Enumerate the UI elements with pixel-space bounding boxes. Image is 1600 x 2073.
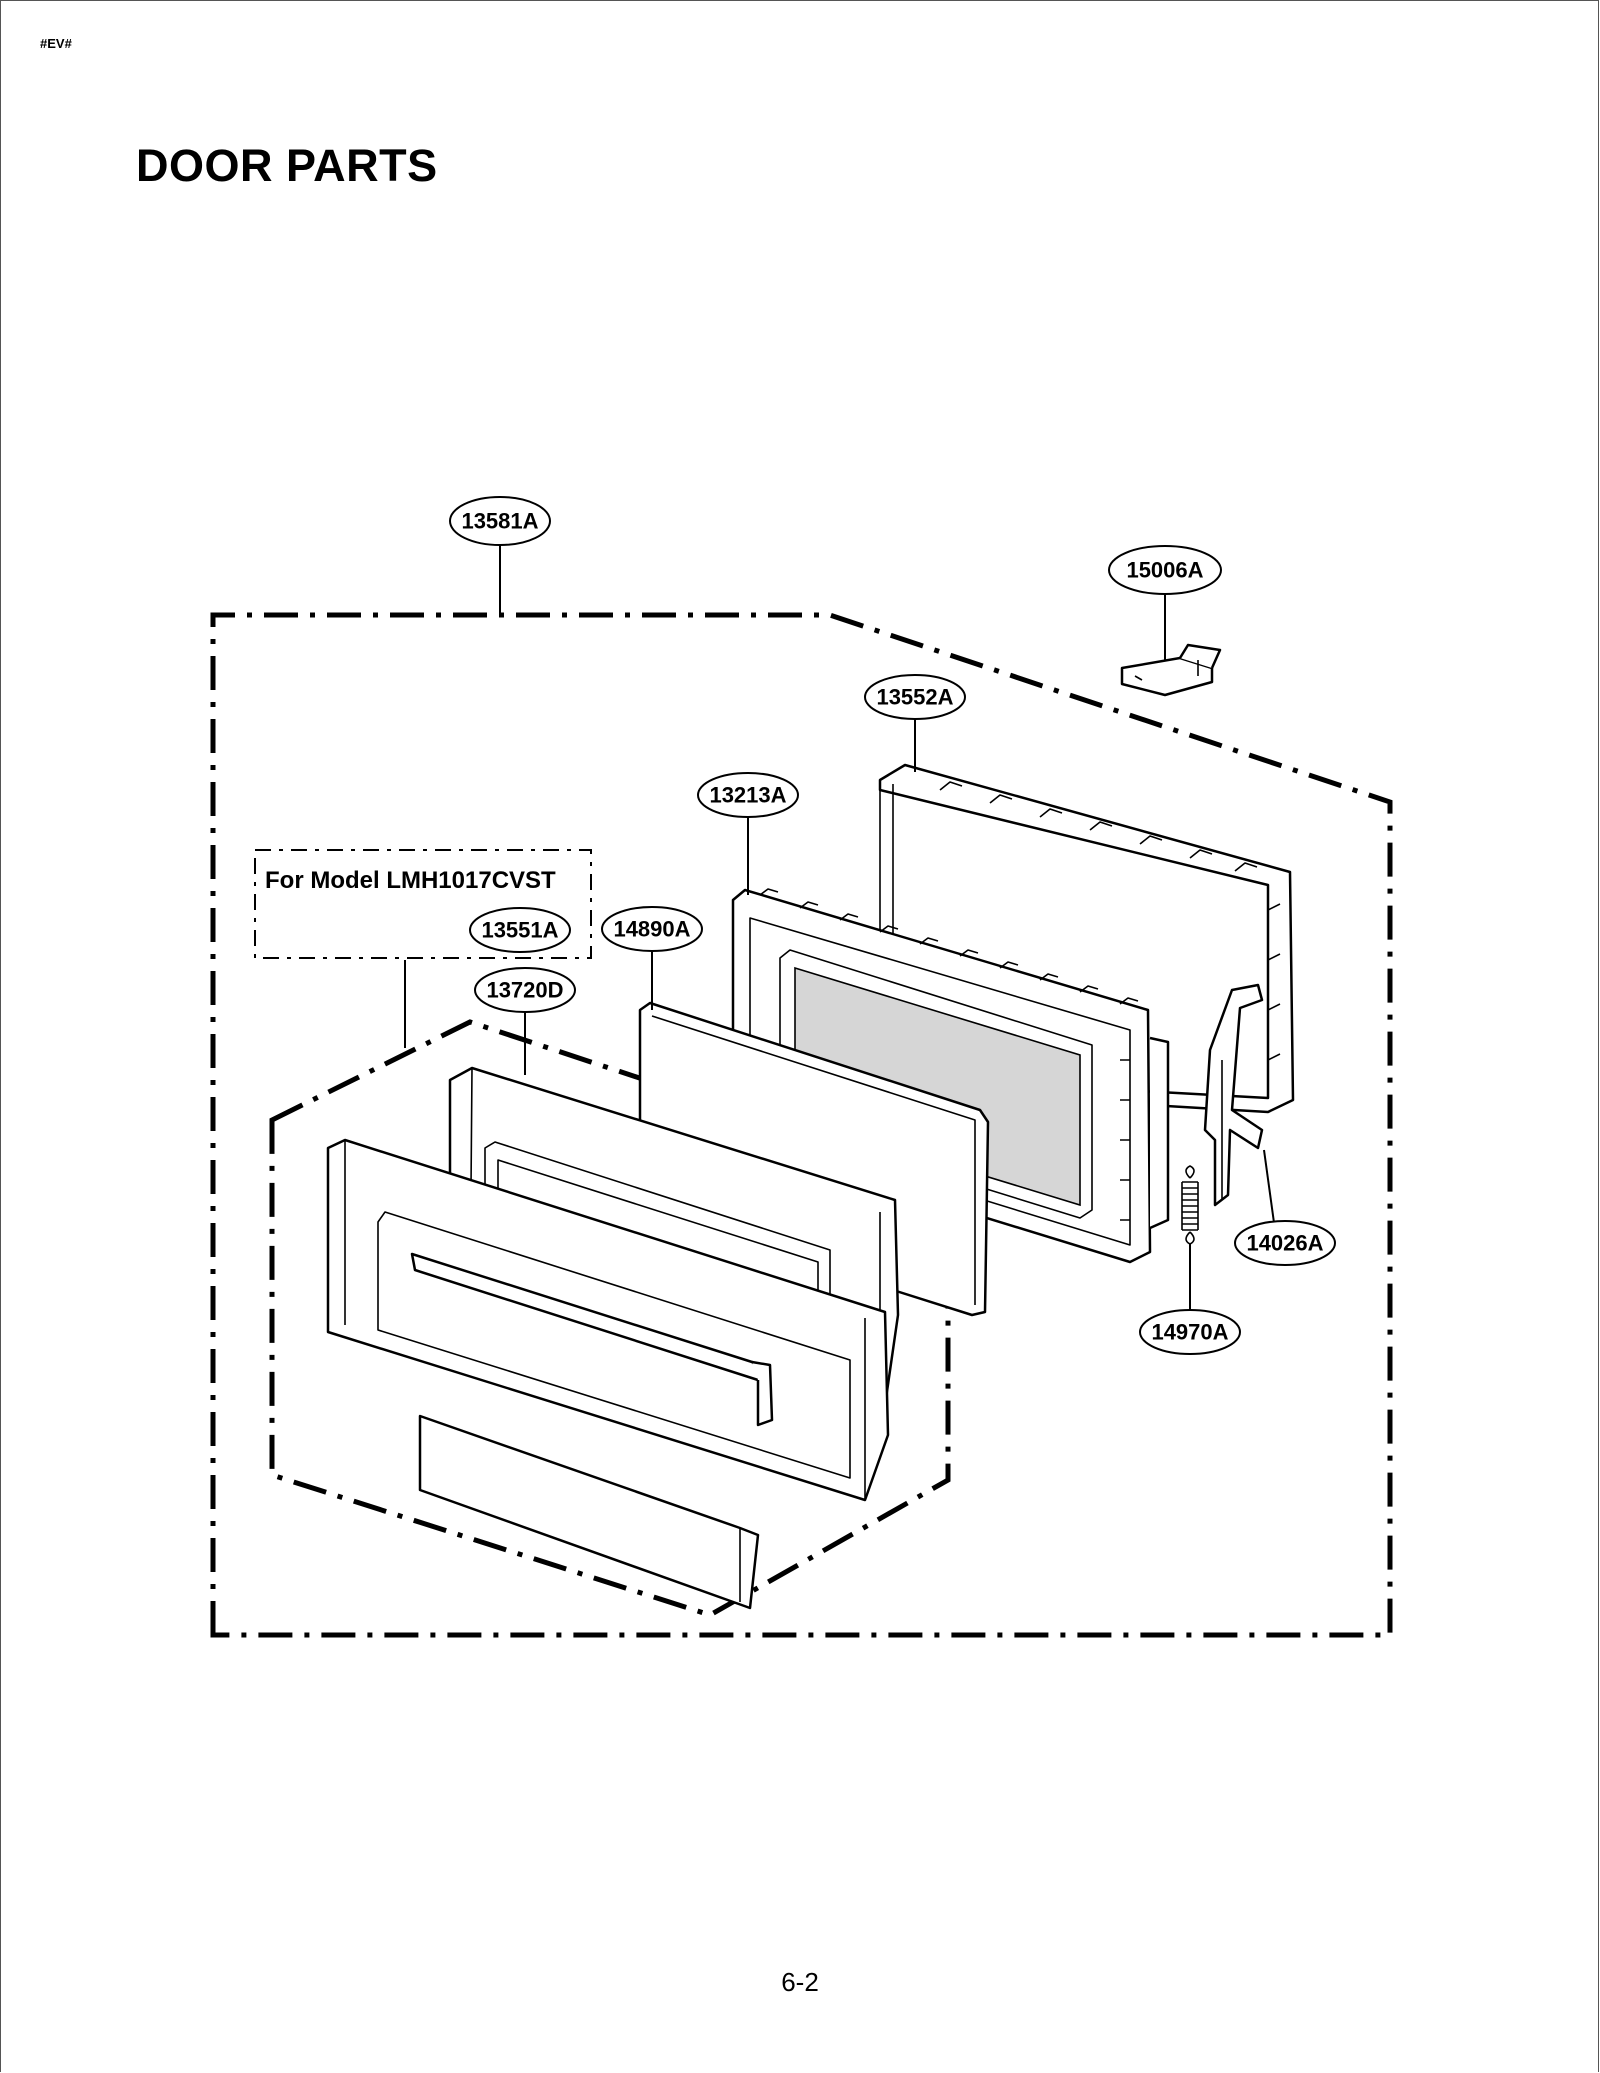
- svg-text:13581A: 13581A: [461, 509, 538, 534]
- document-code: #EV#: [40, 36, 72, 51]
- svg-text:15006A: 15006A: [1126, 558, 1203, 583]
- svg-text:14970A: 14970A: [1151, 1320, 1228, 1345]
- latch-clip-15006A: [1120, 643, 1222, 697]
- door-front-13551A: [326, 1138, 890, 1610]
- assembly-boundary-13581A: [210, 612, 1393, 1638]
- svg-text:13213A: 13213A: [709, 783, 786, 808]
- callout-15006A: 15006A: [1108, 545, 1222, 595]
- svg-text:13551A: 13551A: [481, 918, 558, 943]
- callout-13551A: 13551A: [469, 907, 571, 953]
- page-title: DOOR PARTS: [136, 140, 438, 191]
- assembly-boundary-13551A: [269, 1019, 951, 1618]
- svg-text:14026A: 14026A: [1246, 1231, 1323, 1256]
- model-note-box: [254, 849, 592, 959]
- callout-13552A: 13552A: [864, 674, 966, 720]
- model-note-text: For Model LMH1017CVST: [265, 867, 556, 894]
- svg-text:13720D: 13720D: [486, 978, 563, 1003]
- hook-lever-14026A: [1203, 983, 1264, 1207]
- callout-13213A: 13213A: [697, 772, 799, 818]
- spring-14970A: [1181, 1165, 1199, 1245]
- callout-13581A: 13581A: [449, 496, 551, 546]
- page-number: 6-2: [781, 1967, 819, 1997]
- callout-14026A: 14026A: [1234, 1220, 1336, 1266]
- svg-text:13552A: 13552A: [876, 685, 953, 710]
- callout-14970A: 14970A: [1139, 1309, 1241, 1355]
- svg-text:14890A: 14890A: [613, 917, 690, 942]
- callout-13720D: 13720D: [474, 967, 576, 1013]
- callout-14890A: 14890A: [601, 906, 703, 952]
- leader-14026A: [1263, 1149, 1276, 1231]
